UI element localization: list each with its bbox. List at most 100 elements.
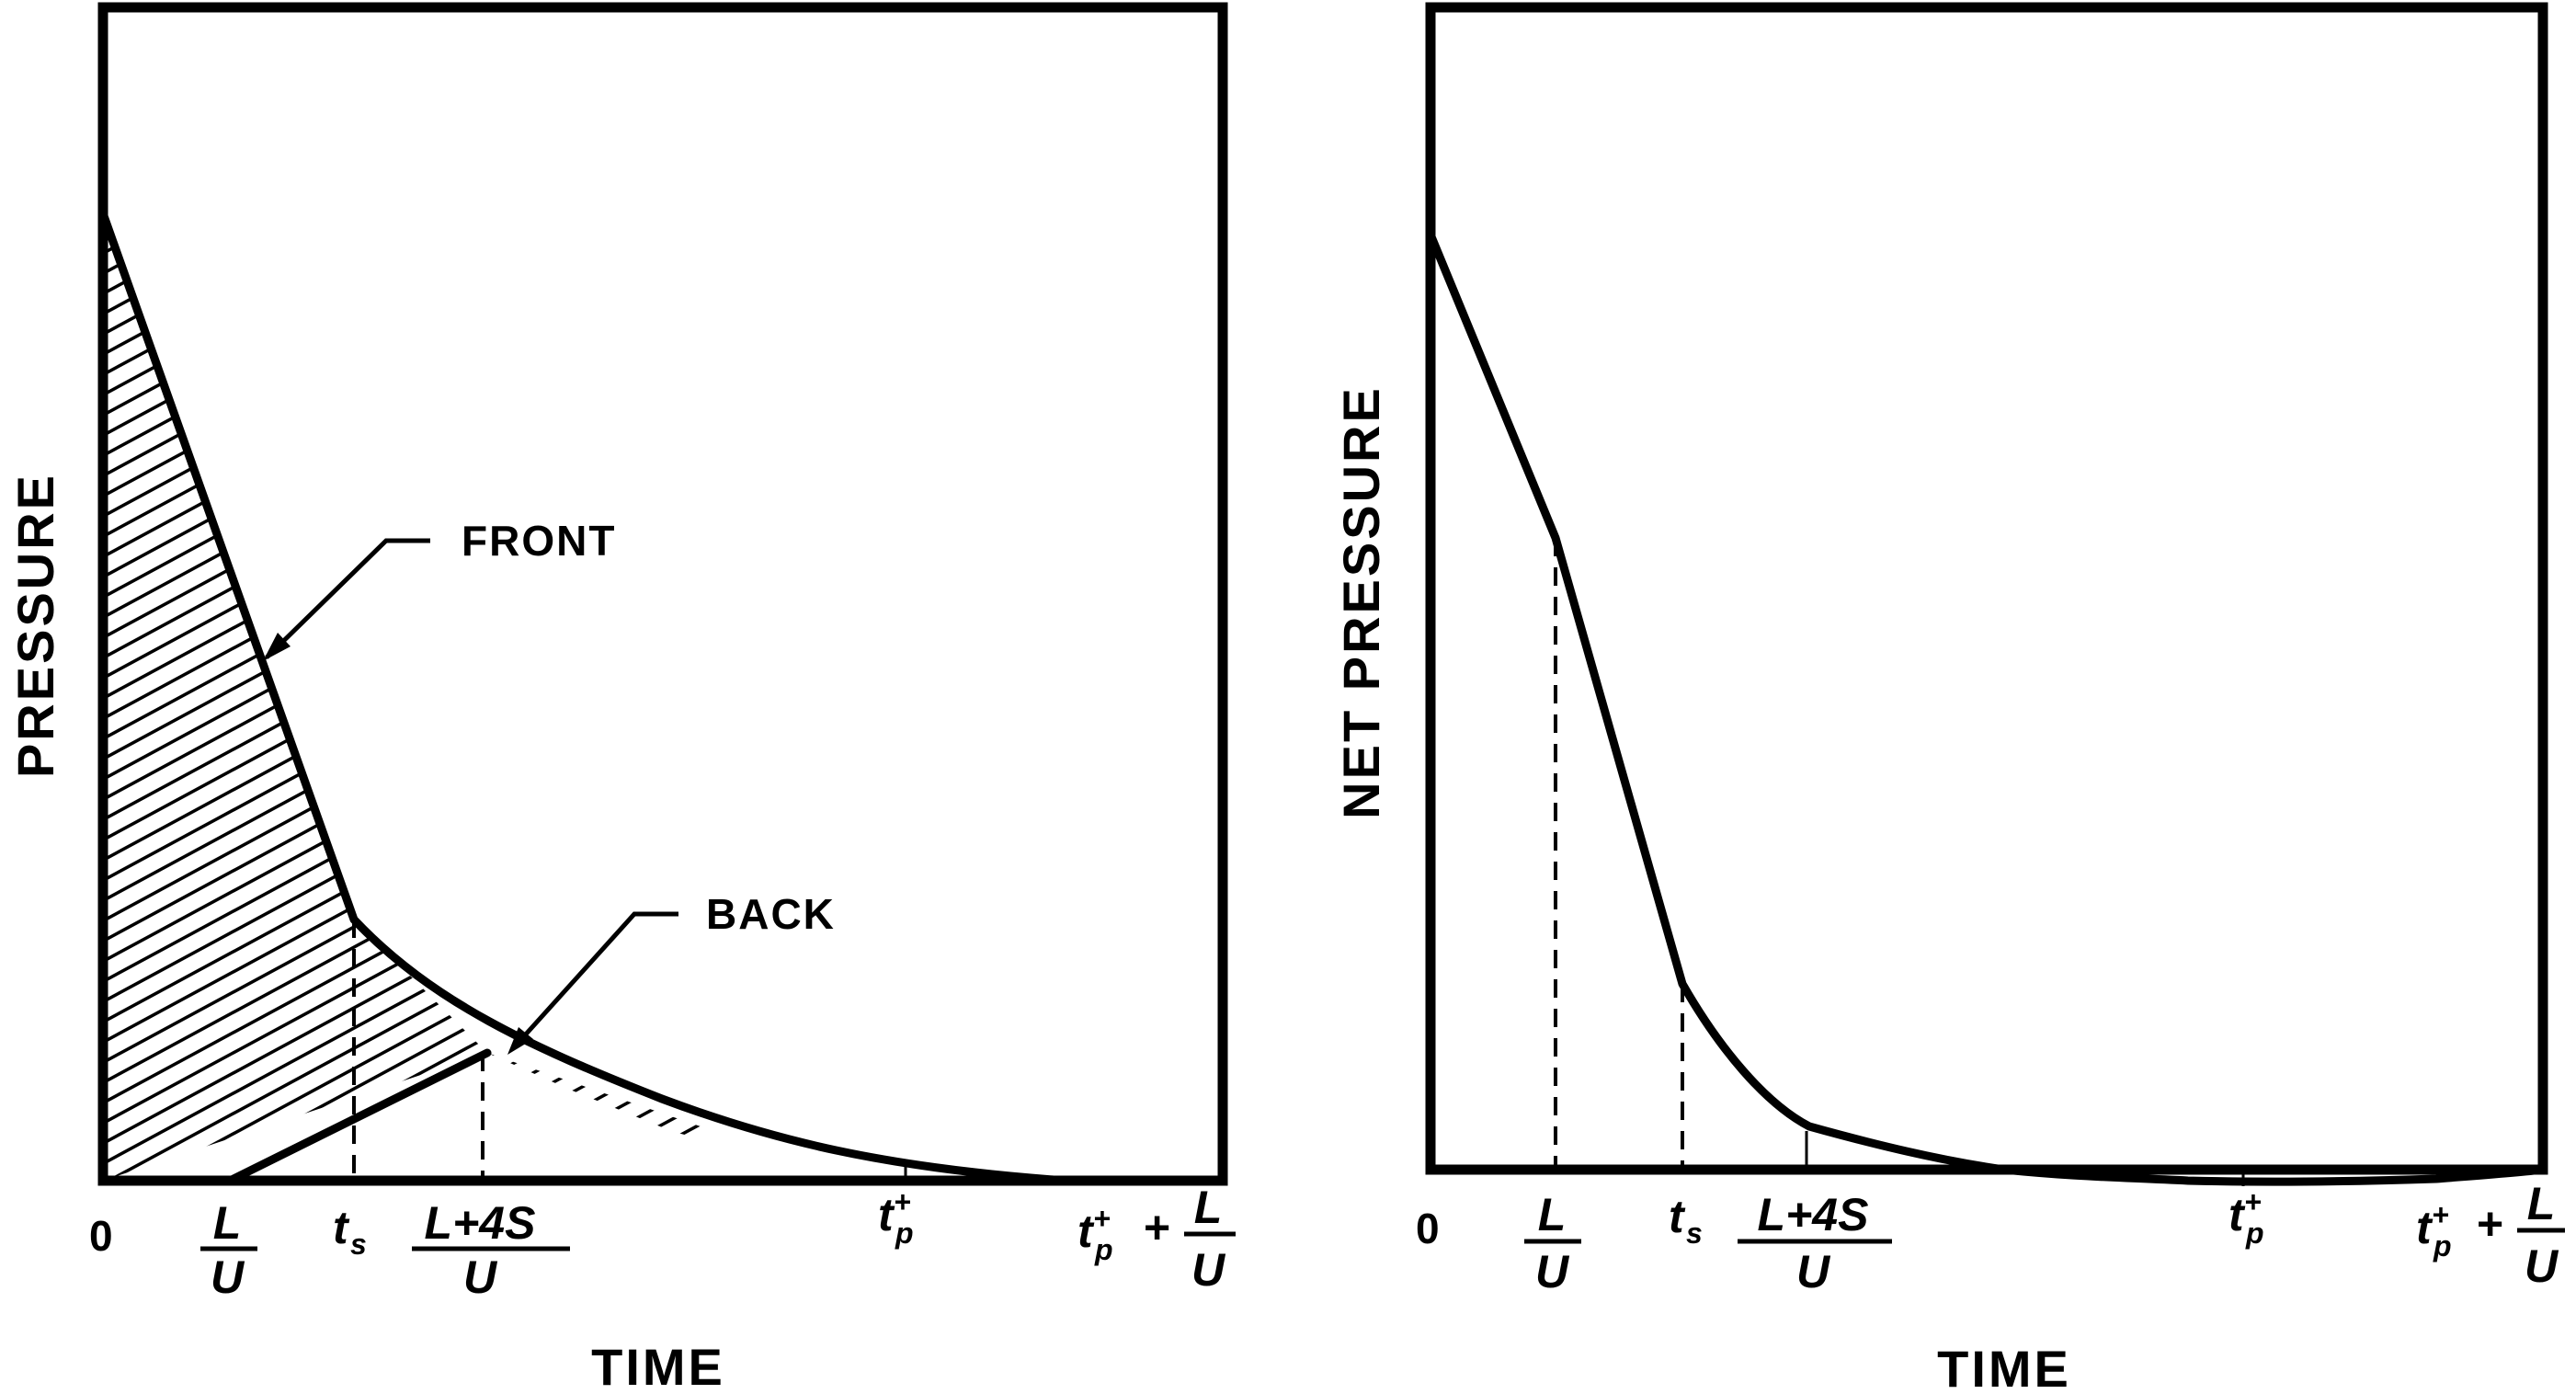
front-callout-label: FRONT [462, 517, 616, 565]
left-tick-ts-t: t [333, 1202, 350, 1253]
right-tick-tp-plus-l-over-u: t + p + L U [2416, 1178, 2565, 1292]
hatch-line [103, 213, 942, 524]
hatch-line [103, 213, 942, 686]
left-tick-tpl-sub: p [1094, 1233, 1113, 1266]
left-tick-tpl-t: t [1077, 1205, 1095, 1257]
right-tick-tp-sup: + [2244, 1185, 2262, 1218]
hatch-line [103, 213, 942, 504]
hatch-line [103, 213, 942, 423]
hatch-line [92, 0, 1011, 158]
hatch-line [103, 509, 942, 1010]
hatch-line [103, 213, 942, 221]
hatch-line [92, 0, 1011, 118]
right-tick-tpl-t: t [2416, 1202, 2434, 1253]
right-tick-tpl-den: U [2525, 1240, 2559, 1292]
back-callout-label: BACK [706, 890, 836, 938]
hatch-line [103, 213, 942, 302]
right-tick-tpl-plus: + [2477, 1198, 2503, 1250]
hatch-line [92, 0, 1011, 138]
right-tick-ts-sub: s [1686, 1217, 1703, 1250]
right-tick-tp-t: t [2228, 1189, 2246, 1240]
right-tick-l4s-over-u: L+4S U [1738, 1189, 1892, 1297]
right-tick-ts: t s [1669, 1191, 1703, 1250]
right-x-axis-label: TIME [1937, 1340, 2071, 1394]
left-tick-tp: t + p [878, 1185, 914, 1250]
hatch-line [103, 213, 942, 484]
right-tick-l4s-over-u-den: U [1796, 1246, 1831, 1297]
left-tick-tpl-den: U [1191, 1244, 1226, 1296]
front-callout-leader [265, 538, 430, 659]
hatch-line [103, 388, 942, 888]
hatch-line [103, 213, 942, 342]
right-tick-l4s-over-u-num: L+4S [1758, 1189, 1869, 1240]
left-tick-ts: t s [333, 1202, 367, 1261]
right-tick-l-over-u-num: L [1538, 1189, 1567, 1240]
hatch-line [92, 0, 1011, 178]
hatch-line [103, 213, 942, 443]
left-tick-tpl-plus: + [1144, 1202, 1170, 1253]
left-tick-l-over-u-num: L [213, 1197, 242, 1249]
right-panel: 0 L U t s L+4S U t + p t + p + L U [1332, 2, 2565, 1394]
left-tick-l-over-u: L U [200, 1197, 257, 1303]
left-tick-ts-sub: s [350, 1228, 367, 1261]
hatch-line [103, 368, 942, 868]
left-tick-l-over-u-den: U [211, 1251, 245, 1303]
right-tick-l-over-u: L U [1524, 1189, 1581, 1297]
hatch-line [92, 0, 1011, 199]
hatch-line [92, 0, 1011, 97]
left-tick-tpl-sup: + [1093, 1202, 1111, 1235]
hatch-line [103, 954, 942, 1181]
right-tick-tpl-num: L [2527, 1178, 2556, 1229]
net-pressure-curve [1426, 230, 2548, 1186]
left-tick-zero: 0 [89, 1212, 113, 1260]
right-y-axis-label: NET PRESSURE [1332, 385, 1390, 819]
right-tick-l-over-u-den: U [1535, 1246, 1570, 1297]
front-callout-arrowhead [263, 633, 291, 661]
hatch-line [103, 213, 942, 706]
left-tick-l4s-over-u: L+4S U [412, 1197, 570, 1303]
hatch-line [103, 213, 942, 261]
back-callout-arrowhead [507, 1027, 533, 1055]
hatch-line [103, 590, 942, 1091]
hatch-line [103, 671, 942, 1171]
left-x-axis-label: TIME [591, 1338, 725, 1394]
back-callout-leader [513, 911, 678, 1048]
right-tick-zero: 0 [1416, 1205, 1440, 1252]
hatch-line [103, 530, 942, 1030]
left-tick-l4s-over-u-den: U [463, 1251, 498, 1303]
right-tick-tpl-sub: p [2433, 1229, 2452, 1263]
hatch-line [103, 213, 942, 281]
hatch-line [103, 213, 942, 666]
left-tick-tp-sup: + [894, 1185, 911, 1218]
left-tick-tp-plus-l-over-u: t + p + L U [1077, 1182, 1236, 1296]
right-tick-tp-sub: p [2245, 1217, 2264, 1250]
hatch-line [103, 213, 942, 383]
right-tick-ts-t: t [1669, 1191, 1686, 1242]
hatch-line [103, 611, 942, 1111]
hatch-line [103, 651, 942, 1151]
left-panel: FRONT BACK 0 L U t s L+4S U t + p t + [6, 0, 1236, 1394]
hatch-line [103, 213, 942, 403]
hatch-line [103, 712, 942, 1181]
left-tick-tpl-num: L [1194, 1182, 1223, 1233]
left-plot-frame [97, 2, 1228, 1186]
back-pressure-curve [225, 1048, 492, 1185]
right-tick-tp: t + p [2228, 1185, 2264, 1250]
right-tick-tpl-sup: + [2432, 1198, 2449, 1231]
hatch-line [103, 226, 942, 726]
front-pressure-curve [98, 209, 1071, 1185]
left-tick-tp-sub: p [895, 1217, 914, 1250]
hatch-line [103, 550, 942, 1050]
hatch-line [103, 213, 942, 585]
hatch-line [103, 408, 942, 908]
hatch-line [103, 428, 942, 929]
left-tick-l4s-over-u-num: L+4S [425, 1197, 536, 1249]
left-tick-tp-t: t [878, 1189, 895, 1240]
hatch-line [103, 213, 942, 322]
hatch-line [103, 213, 942, 463]
left-y-axis-label: PRESSURE [6, 473, 64, 778]
hatch-line [103, 691, 942, 1181]
right-plot-frame [1425, 2, 2548, 1175]
hatch-line [103, 894, 942, 1181]
